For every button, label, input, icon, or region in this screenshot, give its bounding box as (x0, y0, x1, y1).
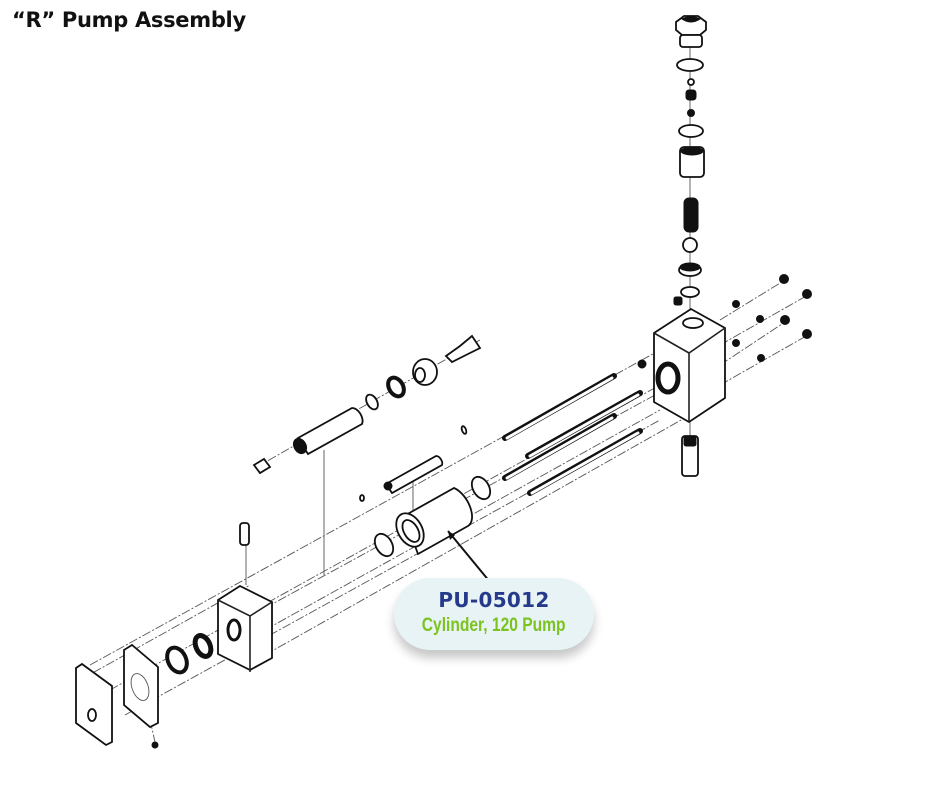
valve-spring (683, 197, 699, 233)
part-callout: PU-05012 Cylinder, 120 Pump (394, 578, 594, 650)
callout-leader-line (447, 530, 491, 583)
left-block (75, 522, 273, 749)
valve-ball (682, 237, 698, 253)
valve-cap-thread (679, 34, 703, 48)
valve-stack (673, 15, 707, 306)
tie-rods (502, 373, 643, 496)
manifold-block (637, 274, 812, 477)
plunger-head (444, 334, 482, 364)
o-ring-mid (678, 124, 704, 138)
cylinder-rod (384, 455, 444, 495)
callout-arrow-icon (448, 531, 455, 540)
page-title: “R” Pump Assembly (12, 8, 246, 32)
valve-cap-part (675, 15, 707, 36)
callout-part-number: PU-05012 (438, 588, 550, 612)
o-ring-top (676, 58, 704, 72)
gasket-plate (123, 643, 159, 729)
cylinder-part (373, 475, 492, 558)
callout-description: Cylinder, 120 Pump (422, 615, 566, 636)
end-plate (75, 662, 113, 747)
piston-assembly (252, 334, 482, 502)
piston-rod (296, 407, 364, 456)
